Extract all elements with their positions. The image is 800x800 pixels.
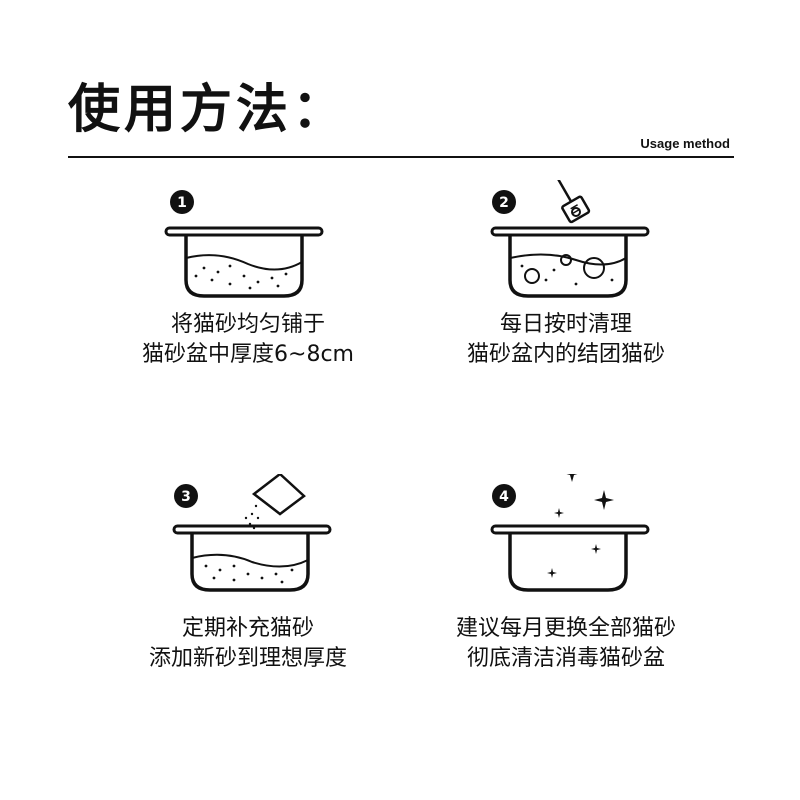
pour-litter-icon: 3 xyxy=(172,474,332,592)
step-number-badge xyxy=(174,484,198,508)
step-4: 4 建议每月更换全部猫砂 彻底清洁消毒猫砂盆 xyxy=(376,474,756,764)
step-number-badge xyxy=(170,190,194,214)
step-number-badge xyxy=(492,190,516,214)
svg-text:1: 1 xyxy=(177,195,187,211)
step-4-caption: 建议每月更换全部猫砂 彻底清洁消毒猫砂盆 xyxy=(455,616,676,671)
page-subtitle: Usage method xyxy=(640,136,730,151)
clean-box-sparkle-icon: 4 xyxy=(490,474,650,592)
page-title: 使用方法： xyxy=(68,80,349,140)
step-1: 1 将猫砂均匀铺于 猫砂盆中厚度6~8cm xyxy=(58,180,438,470)
step-3: 3 定期补充猫砂 添加新砂到理想厚度 xyxy=(58,474,438,764)
svg-text:4: 4 xyxy=(499,489,509,505)
litter-scoop-icon: 2 xyxy=(490,180,650,298)
step-1-caption: 将猫砂均匀铺于 猫砂盆中厚度6~8cm xyxy=(142,312,354,367)
svg-text:3: 3 xyxy=(181,489,191,505)
step-3-caption: 定期补充猫砂 添加新砂到理想厚度 xyxy=(148,616,347,671)
step-2: 2 每日按时清理 猫砂盆内的结团猫砂 xyxy=(376,180,756,470)
litter-box-filled-icon: 1 xyxy=(164,190,324,298)
step-number-badge xyxy=(492,484,516,508)
step-2-caption: 每日按时清理 猫砂盆内的结团猫砂 xyxy=(466,312,665,367)
svg-text:2: 2 xyxy=(499,195,509,211)
header-divider xyxy=(68,156,734,158)
